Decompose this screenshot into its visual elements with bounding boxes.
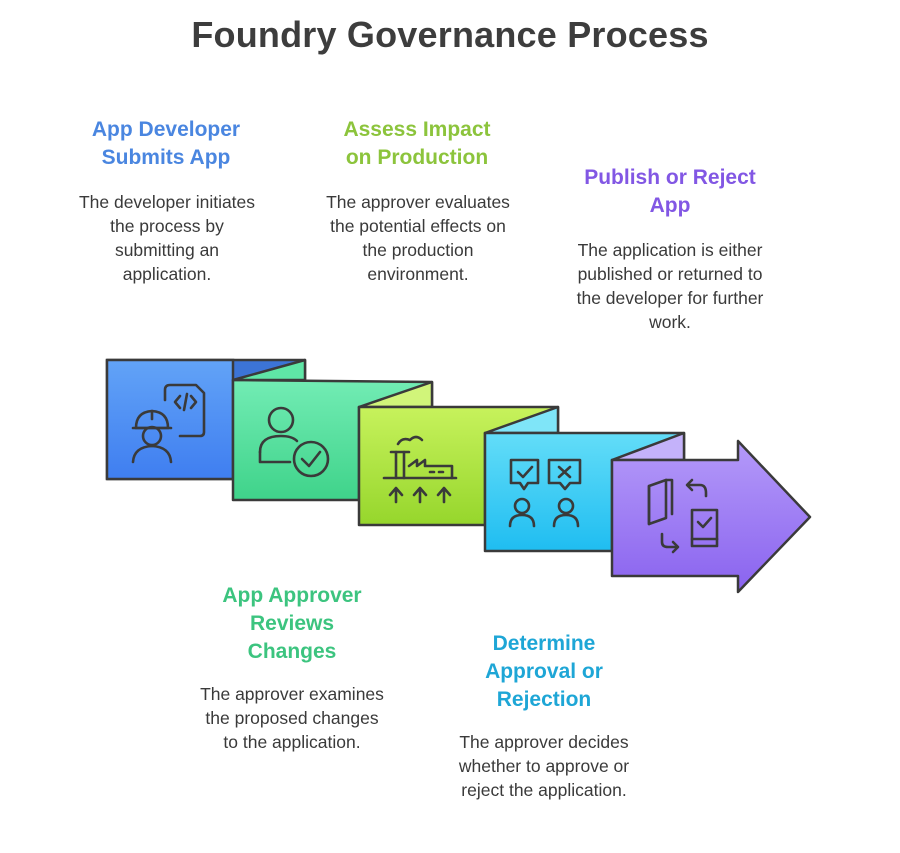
factory-impact-icon [382, 435, 458, 504]
step-4-description: The approver decides whether to approve … [458, 732, 630, 800]
step-2-description: The approver examines the proposed chang… [200, 684, 384, 752]
step-2-panel [231, 358, 434, 502]
step-3-heading: Assess Impact on Production [343, 118, 491, 169]
step-1-heading: App Developer Submits App [91, 118, 241, 169]
page-title: Foundry Governance Process [191, 14, 709, 55]
step-1-description: The developer initiates the process by s… [78, 192, 256, 284]
step-3-description: The approver evaluates the potential eff… [326, 192, 510, 284]
step-5-arrow [610, 439, 812, 594]
approve-reject-icon [508, 458, 582, 528]
step-4-heading: Determine Approval or Rejection [485, 632, 603, 711]
publish-return-icon [647, 478, 719, 554]
step-2-heading: App Approver Reviews Changes [222, 584, 362, 663]
developer-code-icon [131, 383, 206, 464]
user-check-icon [258, 406, 330, 478]
step-5-heading: Publish or Reject App [584, 166, 756, 217]
step-5-description: The application is either published or r… [576, 240, 764, 332]
